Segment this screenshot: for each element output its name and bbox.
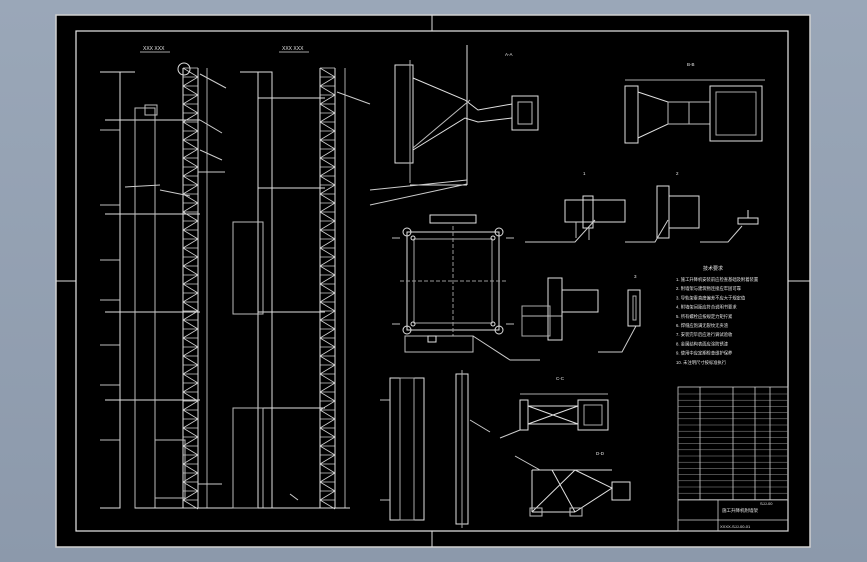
svg-text:C-C: C-C bbox=[556, 376, 565, 381]
note-line: 4. 附墙架间距应符合说明书要求 bbox=[676, 304, 737, 311]
view-title-middle: XXX XXX bbox=[282, 46, 304, 52]
drawing-name: 施工升降机附墙架 bbox=[722, 507, 758, 514]
wall-bracket-plan: A-A bbox=[369, 45, 539, 206]
guide-rail-side-view bbox=[380, 370, 491, 528]
node-detail-5: 3 bbox=[598, 274, 641, 353]
node-detail-3 bbox=[700, 210, 759, 243]
svg-text:B-B: B-B bbox=[687, 62, 695, 67]
svg-text:2: 2 bbox=[676, 171, 679, 176]
svg-text:1: 1 bbox=[583, 171, 586, 176]
svg-text:3: 3 bbox=[634, 274, 637, 279]
note-line: 7. 安装完毕后应进行调试验收 bbox=[676, 331, 733, 338]
note-line: 10. 未注明尺寸按标准执行 bbox=[676, 359, 727, 366]
note-line: 8. 金属结构表面应涂防锈漆 bbox=[676, 340, 729, 347]
svg-text:技术要求: 技术要求 bbox=[703, 265, 723, 272]
note-line: 3. 导轨架垂直度偏差不应大于规定值 bbox=[676, 294, 746, 301]
svg-text:A-A: A-A bbox=[505, 52, 513, 57]
note-line: 6. 焊缝应饱满无裂纹无夹渣 bbox=[676, 322, 729, 329]
drawing-number: SJJ-00 bbox=[760, 501, 773, 506]
elevation-view-right bbox=[232, 67, 371, 510]
node-detail-1: 1 bbox=[525, 171, 626, 243]
elevation-view-left bbox=[100, 62, 240, 510]
drawing-footer: XXXX-SJJ-00-01 bbox=[720, 524, 751, 529]
bracket-detail-top-right: B-B bbox=[624, 62, 765, 144]
mast-section-plan bbox=[392, 214, 540, 361]
note-line: 1. 施工升降机安装前应检查基础及附着装置 bbox=[676, 276, 759, 283]
technical-notes: 技术要求 1. 施工升降机安装前应检查基础及附着装置 2. 附墙架与建筑物连接应牢… bbox=[676, 265, 759, 366]
note-line: 2. 附墙架与建筑物连接应牢固可靠 bbox=[676, 285, 742, 292]
view-titles: XXX XXX XXX XXX bbox=[140, 46, 309, 53]
view-title-left: XXX XXX bbox=[143, 46, 165, 52]
bracket-detail-bottom-1: C-C bbox=[499, 376, 609, 439]
node-detail-4 bbox=[521, 277, 599, 341]
title-block: 施工升降机附墙架 SJJ-00 XXXX-SJJ-00-01 bbox=[677, 386, 789, 532]
note-line: 9. 使用中应定期检查维护保养 bbox=[676, 350, 733, 357]
note-line: 5. 所有螺栓应按规定力矩拧紧 bbox=[676, 313, 733, 320]
bracket-detail-bottom-2: D-D bbox=[514, 451, 631, 517]
node-detail-2: 2 bbox=[625, 171, 700, 243]
svg-text:D-D: D-D bbox=[596, 451, 605, 456]
